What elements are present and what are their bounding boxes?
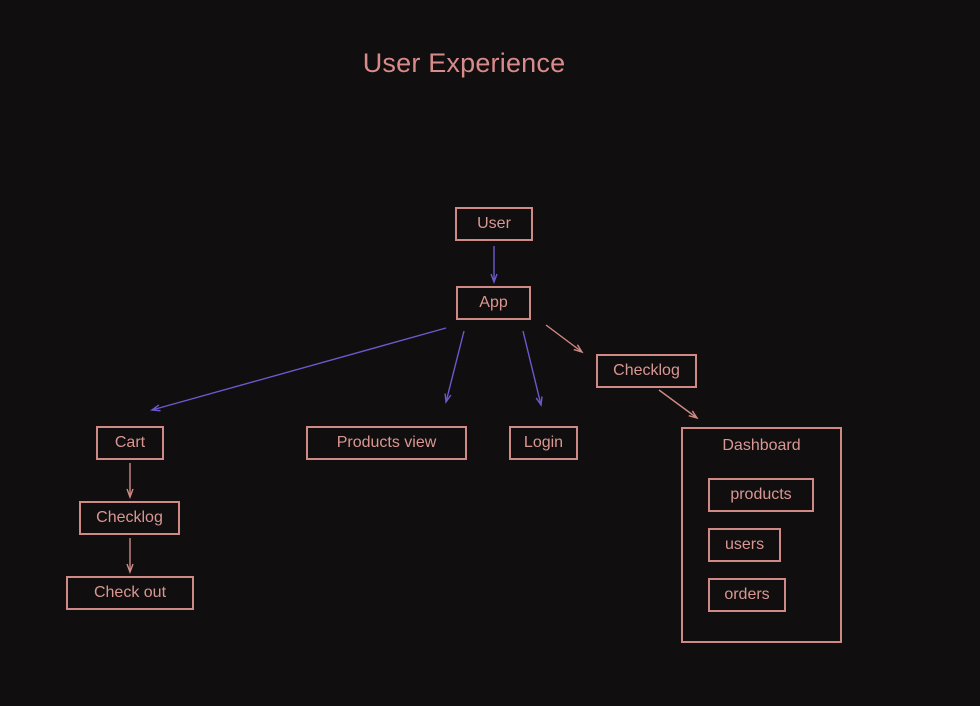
edge-checklog-to-dashboard: [658, 389, 699, 420]
node-checklog-top[interactable]: Checklog: [596, 354, 697, 388]
group-dashboard[interactable]: Dashboard: [681, 427, 842, 643]
group-dashboard-title: Dashboard: [722, 437, 801, 454]
edge-app-to-products-view: [444, 330, 465, 404]
node-cart[interactable]: Cart: [96, 426, 164, 460]
node-user[interactable]: User: [455, 207, 533, 241]
node-check-out[interactable]: Check out: [66, 576, 194, 610]
page-title: User Experience: [362, 48, 566, 78]
node-dashboard-users[interactable]: users: [708, 528, 781, 562]
node-dashboard-orders[interactable]: orders: [708, 578, 786, 612]
edge-app-to-cart: [150, 327, 447, 412]
node-login[interactable]: Login: [509, 426, 578, 460]
edge-app-to-login: [522, 330, 543, 407]
node-checklog-cart[interactable]: Checklog: [79, 501, 180, 535]
edge-app-to-checklog: [545, 324, 584, 354]
edge-layer: [126, 246, 699, 574]
node-app[interactable]: App: [456, 286, 531, 320]
node-dashboard-products[interactable]: products: [708, 478, 814, 512]
node-products-view[interactable]: Products view: [306, 426, 467, 460]
